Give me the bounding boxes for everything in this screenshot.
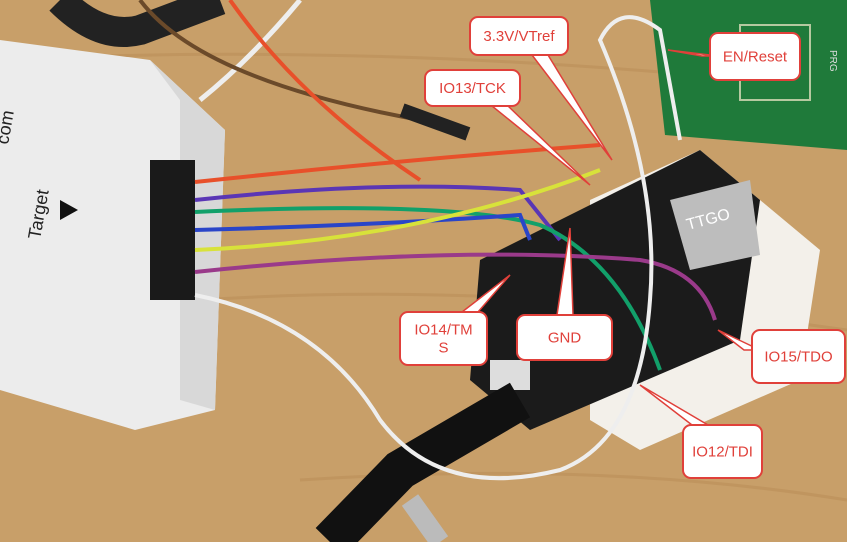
device-partial-label: com bbox=[0, 109, 18, 146]
brown-wire bbox=[138, 0, 421, 122]
magenta-wire bbox=[194, 252, 717, 321]
yellow-wire bbox=[194, 168, 601, 252]
callout-box bbox=[516, 314, 613, 361]
arrow-right-icon bbox=[60, 200, 78, 220]
blue-wire bbox=[194, 212, 532, 241]
callout-label: IO12/TDI bbox=[692, 444, 753, 461]
callout-label: 3.3V/VTref bbox=[483, 28, 555, 45]
callout-box bbox=[469, 16, 569, 56]
callout-gnd: GND bbox=[516, 227, 613, 361]
callout-label: EN/Reset bbox=[723, 49, 788, 66]
white-wire-top bbox=[198, 0, 302, 102]
usb-cable bbox=[315, 382, 531, 542]
callout-en: EN/Reset bbox=[667, 32, 801, 81]
callout-box bbox=[424, 69, 521, 107]
callout-box bbox=[751, 329, 846, 384]
jumper-header bbox=[399, 103, 471, 141]
esp32-module bbox=[670, 180, 760, 270]
callout-label: S bbox=[438, 340, 448, 357]
callout-label: IO14/TM bbox=[414, 322, 472, 339]
callout-tdi: IO12/TDI bbox=[639, 384, 763, 479]
callout-label: IO15/TDO bbox=[764, 349, 832, 366]
callout-vtref: 3.3V/VTref bbox=[469, 16, 613, 161]
callout-label: GND bbox=[548, 330, 582, 347]
orange-wire-top bbox=[228, 0, 422, 182]
callout-box bbox=[399, 311, 488, 366]
pcb-label: PRG bbox=[827, 50, 838, 72]
jtag-wires bbox=[194, 15, 717, 481]
jtag-connector bbox=[150, 160, 195, 300]
ribbon-cable bbox=[401, 494, 449, 542]
purple-wire bbox=[194, 184, 562, 242]
jtag-adapter: Target com bbox=[0, 40, 225, 430]
black-cable bbox=[49, 0, 226, 47]
callout-tdo: IO15/TDO bbox=[717, 329, 846, 384]
white-wire bbox=[194, 15, 682, 481]
callout-label: IO13/TCK bbox=[439, 80, 506, 97]
callout-tck: IO13/TCK bbox=[424, 69, 591, 186]
green-wire bbox=[194, 206, 662, 371]
callout-box bbox=[682, 424, 763, 479]
callout-tms: IO14/TMS bbox=[399, 274, 511, 366]
callout-box bbox=[709, 32, 801, 81]
